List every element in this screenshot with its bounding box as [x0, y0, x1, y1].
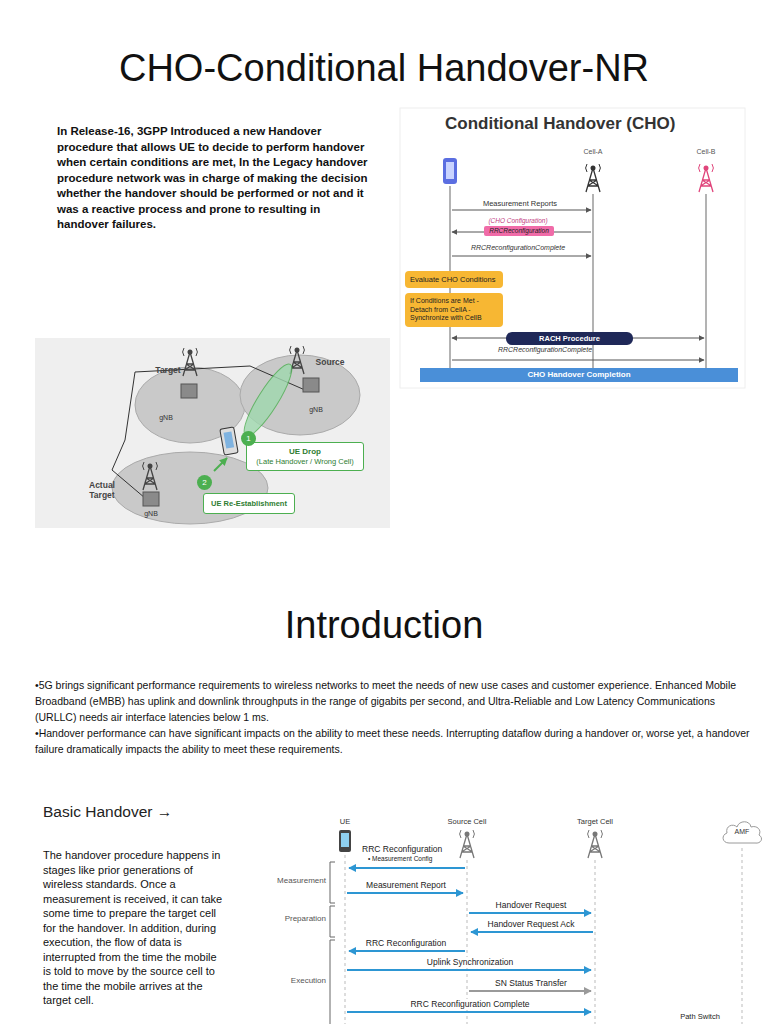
cho-sequence-diagram — [400, 108, 745, 388]
basic-handover-diagram-part — [349, 950, 465, 952]
cell-role: Actual Target — [77, 480, 127, 500]
message-label: Measurement Reports — [483, 199, 557, 208]
cell-role: Source — [316, 357, 345, 367]
callout-number: 2 — [197, 475, 212, 490]
network-illustration-part — [183, 348, 198, 376]
phase-label: Measurement — [277, 876, 326, 886]
cho-sequence-diagram-part — [592, 194, 594, 382]
basic-handover-diagram-part — [341, 833, 349, 847]
subsection-heading: Basic Handover → — [43, 803, 172, 822]
lifeline-name: Source Cell — [448, 817, 487, 826]
node-text: RACH Procedure — [508, 334, 631, 343]
intro-paragraph: In Release-16, 3GPP Introduced a new Han… — [57, 124, 375, 233]
section-heading: Introduction — [285, 603, 484, 649]
page-title: CHO-Conditional Handover-NR — [0, 46, 768, 92]
cloud-node: AMF — [720, 818, 764, 846]
condition-box: If Conditions are Met -Detach from CellA… — [405, 293, 503, 327]
config-box: RRCReconfiguration — [484, 226, 554, 236]
callout-number: 1 — [241, 431, 256, 446]
condition-box: Evaluate CHO Conditions — [405, 271, 503, 288]
network-illustration-part — [214, 458, 227, 471]
node-subtext: (Late Handover / Wrong Cell) — [251, 457, 359, 466]
lifeline-name: UE — [340, 817, 350, 826]
cho-sequence-diagram-part — [705, 194, 707, 382]
basic-handover-diagram-part — [349, 867, 465, 869]
callout-box: UE Drop(Late Handover / Wrong Cell) — [246, 442, 364, 471]
node-text: RRCReconfiguration — [486, 227, 552, 235]
gnb-label: gNB — [309, 406, 323, 414]
basic-handover-diagram-part — [460, 830, 475, 858]
basic-handover-diagram-part — [469, 912, 591, 914]
gnb-label: gNB — [159, 414, 173, 422]
basic-handover-diagram-part — [347, 1011, 591, 1013]
basic-handover-diagram-part — [595, 860, 596, 1024]
node-text: UE Re-Establishment — [208, 499, 290, 508]
node-text: CHO Handover Completion — [422, 370, 736, 380]
node-text: AMF — [735, 828, 750, 836]
network-illustration — [35, 338, 390, 528]
basic-handover-diagram-part — [347, 969, 591, 971]
bullet-text: •5G brings significant performance requi… — [35, 677, 753, 725]
cho-sequence-diagram-part — [452, 210, 591, 211]
basic-handover-diagram-part — [345, 855, 346, 1024]
network-illustration-part — [303, 378, 319, 392]
basic-handover-diagram-part — [469, 990, 591, 992]
network-illustration-part — [237, 359, 298, 441]
cho-sequence-diagram-part — [586, 164, 601, 192]
procedure-band: RACH Procedure — [506, 332, 633, 345]
basic-handover-diagram-part — [339, 830, 351, 852]
cloud-outline — [723, 822, 761, 843]
cho-sequence-diagram-part — [443, 158, 457, 184]
callout-box: UE Re-Establishment — [203, 493, 295, 514]
basic-handover-diagram-part — [330, 862, 335, 1024]
node-text: 2 — [197, 475, 212, 490]
node-text: UE Drop — [251, 447, 359, 457]
node-text: Evaluate CHO Conditions — [410, 275, 498, 284]
cell-name: Cell-A — [583, 148, 602, 156]
cell-name: Cell-B — [696, 148, 715, 156]
cho-sequence-diagram-part — [452, 360, 704, 361]
phase-label: Preparation — [285, 914, 326, 924]
basic-handover-diagram-part — [588, 830, 603, 858]
figure-heading: Conditional Handover (CHO) — [445, 114, 675, 134]
basic-handover-diagram-part — [742, 848, 743, 1024]
cho-sequence-diagram-part — [699, 164, 714, 192]
network-illustration-part — [143, 462, 158, 490]
message-label: Handover Request Ack — [486, 919, 577, 929]
network-illustration-part — [223, 431, 234, 448]
body-paragraph: The handover procedure happens in stages… — [43, 848, 225, 1008]
completion-band: CHO Handover Completion — [420, 368, 738, 382]
cho-sequence-diagram-part — [400, 108, 745, 388]
cho-sequence-diagram-part — [446, 162, 454, 179]
message-label: RRC Reconfiguration — [360, 844, 444, 854]
node-text: If Conditions are Met -Detach from CellA… — [410, 297, 498, 322]
message-label: RRC Reconfiguration — [364, 938, 448, 948]
message-label: SN Status Transfer — [493, 978, 569, 988]
message-label: Handover Request — [494, 900, 569, 910]
message-label: RRCReconfigurationComplete — [471, 244, 565, 252]
cell-role: Target — [155, 365, 180, 375]
message-label: RRCReconfigurationComplete — [498, 346, 592, 354]
network-illustration-part — [112, 440, 145, 498]
message-label: RRC Reconfiguration Complete — [408, 999, 531, 1009]
node-text: 1 — [241, 431, 256, 446]
network-illustration-part — [181, 384, 197, 398]
message-label: Measurement Report — [364, 880, 448, 890]
lifeline-name: Target Cell — [577, 817, 613, 826]
network-illustration-part — [35, 338, 390, 528]
message-note: • Measurement Config — [366, 855, 434, 863]
message-note: (CHO Configuration) — [488, 217, 547, 225]
bullet-text: •Handover performance can have significa… — [35, 725, 753, 757]
message-label: Uplink Synchronization — [425, 957, 515, 967]
basic-handover-diagram-part — [471, 931, 593, 933]
cho-sequence-diagram-part — [452, 256, 591, 257]
basic-handover-diagram-part — [347, 892, 463, 894]
basic-handover-diagram — [330, 830, 742, 1024]
gnb-label: gNB — [144, 510, 158, 518]
network-illustration-part — [143, 492, 159, 506]
phase-label: Execution — [291, 976, 326, 986]
message-label: Path Switch — [678, 1012, 722, 1021]
network-illustration-part — [220, 427, 238, 455]
